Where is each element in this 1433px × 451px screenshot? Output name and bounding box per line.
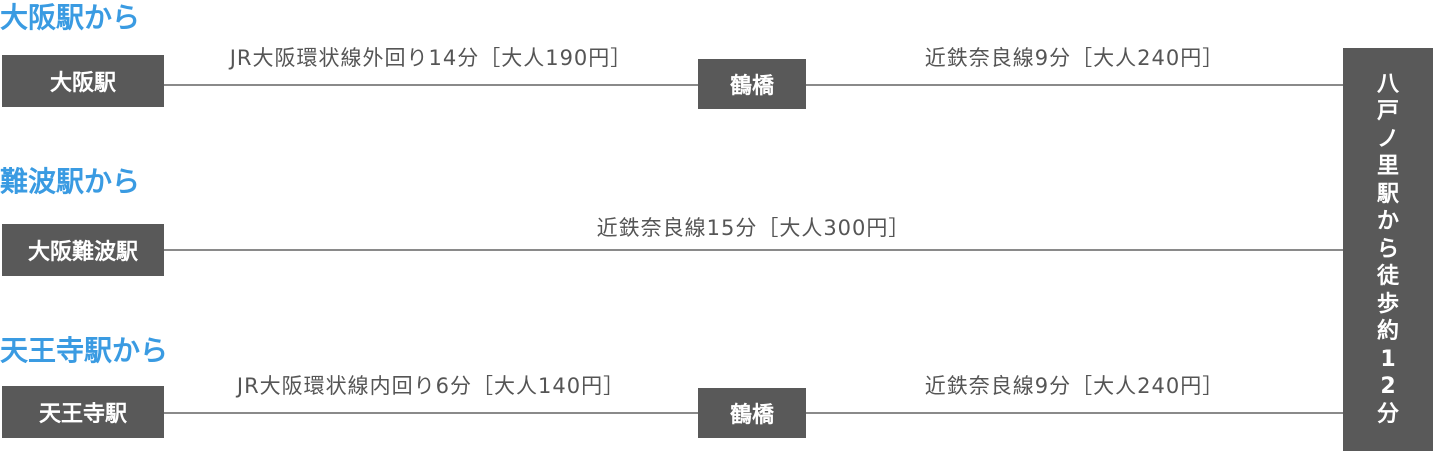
destination-char: 駅 (1376, 181, 1399, 207)
route-label-tennoji-loop: JR大阪環状線内回り6分［大人140円］ (236, 374, 626, 398)
route-line-namba-kintetsu (164, 249, 1343, 251)
destination-char: 里 (1376, 154, 1399, 180)
origin-station-osaka: 大阪駅 (2, 55, 164, 107)
route-label-osaka-kintetsu: 近鉄奈良線9分［大人240円］ (924, 46, 1225, 70)
route-line-tennoji-kintetsu (806, 412, 1343, 414)
destination-char: ら (1376, 236, 1399, 262)
destination-char: 約 (1376, 319, 1399, 345)
destination-char: 八 (1376, 71, 1399, 97)
origin-station-tennoji: 天王寺駅 (2, 386, 164, 438)
destination-char: 分 (1376, 401, 1399, 427)
destination-char: 歩 (1376, 291, 1399, 317)
transfer-station-tsuruhashi-1: 鶴橋 (698, 59, 806, 109)
route-heading-namba: 難波駅から (0, 165, 141, 198)
route-label-tennoji-kintetsu: 近鉄奈良線9分［大人240円］ (924, 374, 1225, 398)
destination-char: か (1376, 209, 1399, 235)
destination-char: 徒 (1376, 264, 1399, 290)
route-heading-osaka: 大阪駅から (0, 1, 141, 34)
route-line-osaka-loop (164, 84, 698, 86)
destination-box: 八 戸 ノ 里 駅 か ら 徒 歩 約 1 2 分 (1343, 48, 1433, 451)
route-line-osaka-kintetsu (806, 84, 1343, 86)
destination-char: 2 (1380, 374, 1396, 400)
origin-station-namba: 大阪難波駅 (2, 224, 164, 276)
route-label-namba-kintetsu: 近鉄奈良線15分［大人300円］ (596, 216, 911, 240)
route-line-tennoji-loop (164, 412, 698, 414)
transfer-station-tsuruhashi-2: 鶴橋 (698, 388, 806, 438)
route-label-osaka-loop: JR大阪環状線外回り14分［大人190円］ (229, 46, 633, 70)
destination-char: ノ (1376, 126, 1399, 152)
destination-char: 戸 (1376, 99, 1399, 125)
route-heading-tennoji: 天王寺駅から (0, 334, 169, 367)
destination-char: 1 (1380, 346, 1396, 372)
